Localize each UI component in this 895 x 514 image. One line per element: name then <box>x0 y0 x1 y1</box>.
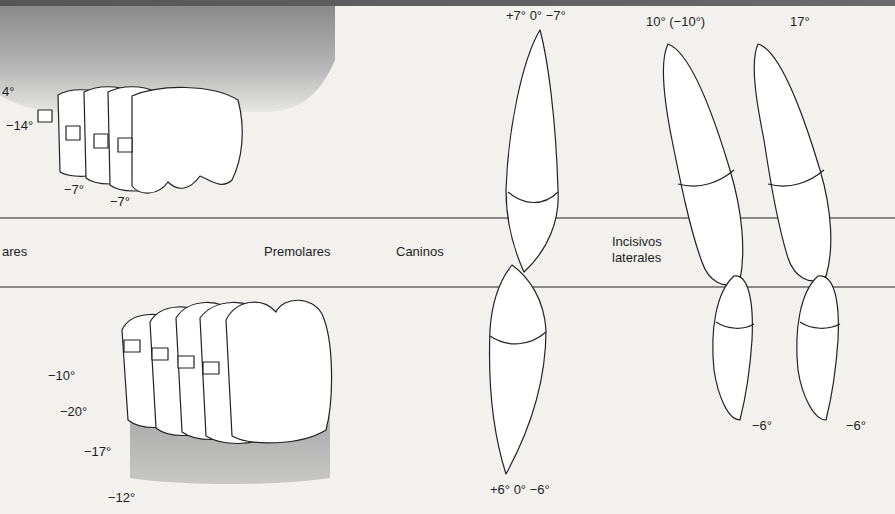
angle-label: 10° (−10°) <box>646 14 705 30</box>
angle-label: −6° <box>846 418 866 434</box>
group-label: Premolares <box>264 244 330 260</box>
cej-line <box>678 170 734 186</box>
upper-lateral-incisor <box>754 44 831 281</box>
bracket <box>94 134 108 148</box>
group-label: Caninos <box>396 244 444 260</box>
upper-molar-crown <box>132 87 242 193</box>
angle-label: 17° <box>790 14 810 30</box>
bracket <box>124 340 140 352</box>
cej-line <box>508 192 558 203</box>
bracket <box>66 126 80 140</box>
upper-canine <box>506 30 558 272</box>
group-label: Incisivos laterales <box>612 234 684 267</box>
angle-label: −6° <box>752 418 772 434</box>
angle-label: +6° 0° −6° <box>490 482 550 498</box>
angle-label: −12° <box>108 490 135 506</box>
angle-label: +7° 0° −7° <box>506 8 566 24</box>
bracket <box>152 348 168 360</box>
group-label: ares <box>2 244 27 260</box>
occlusal-line <box>0 217 895 218</box>
bracket <box>178 356 194 368</box>
lower-canine <box>490 265 546 474</box>
angle-label: −17° <box>84 444 111 460</box>
lower-molar-crown <box>226 300 332 443</box>
lower-lateral-incisor <box>797 276 839 420</box>
upper-lateral-incisor <box>664 44 743 285</box>
angle-label: −7° <box>64 182 84 198</box>
bracket <box>203 362 219 374</box>
bracket <box>118 138 132 152</box>
slide-frame <box>0 0 895 6</box>
occlusal-line <box>0 286 895 287</box>
bracket <box>38 110 52 122</box>
cej-line <box>800 322 840 328</box>
cej-line <box>716 322 754 328</box>
cej-line <box>768 170 824 186</box>
angle-label: 4° <box>2 84 14 100</box>
angle-label: −14° <box>6 118 33 134</box>
angle-label: −10° <box>48 368 75 384</box>
cej-line <box>490 332 546 344</box>
angle-label: −7° <box>110 194 130 210</box>
angle-label: −20° <box>60 404 87 420</box>
lower-lateral-incisor <box>713 276 753 420</box>
